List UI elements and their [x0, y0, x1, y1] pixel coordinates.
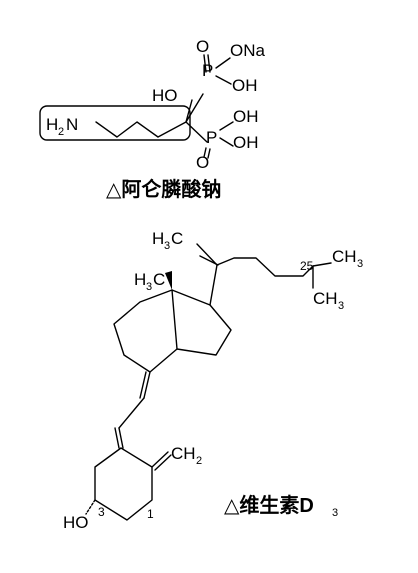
vitamin-d3-h3c-top-sub: 3: [164, 240, 170, 252]
vitamin-d3-ch3-lower-sub: 3: [338, 300, 344, 312]
alendronate-amine-h-label: H: [46, 115, 58, 134]
alendronate-p-bottom-double-bond: [203, 147, 211, 159]
vitamin-d3-six-ring-cd: [113, 289, 178, 373]
alendronate-p-top-oh-bond: [215, 75, 232, 85]
vitamin-d3-side-chain-bonds: [196, 243, 332, 277]
vitamin-d3-h3c-mid-sub: 3: [146, 281, 152, 293]
alendronate-amine-n-label: N: [66, 115, 78, 134]
vitamin-d3-five-ring: [171, 289, 232, 356]
alendronate-ho-label: HO: [152, 86, 178, 105]
vitamin-d3-ch3-right-sub: 3: [357, 258, 363, 270]
vitamin-d3-ch2-c: CH: [171, 444, 196, 463]
alendronate-structure: O P ONa OH HO H 2 N P OH OH O △阿仑膦酸钠: [39, 37, 266, 201]
vitamin-d3-h3c-mid-h: H: [134, 270, 146, 289]
vitamin-d3-ch2-sub: 2: [196, 455, 202, 467]
vitamin-d3-methylene-bond: [151, 451, 172, 471]
vitamin-d3-angular-methyl-wedge: [165, 271, 172, 290]
alendronate-chain-bonds: [95, 121, 187, 138]
alendronate-caption: △阿仑膦酸钠: [106, 177, 221, 201]
vitamin-d3-triene-bond-3: [114, 427, 124, 449]
vitamin-d3-ho-bond: [85, 499, 96, 515]
alendronate-p-top-double-bond: [203, 54, 211, 73]
alendronate-ona-label: ONa: [230, 41, 266, 60]
vitamin-d3-locant-1: 1: [147, 507, 154, 521]
alendronate-p-top-ona-bond: [215, 57, 231, 69]
vitamin-d3-ho-label: HO: [63, 513, 89, 532]
vitamin-d3-ch3-lower-c: CH: [313, 289, 338, 308]
alendronate-oh-bottom2-label: OH: [233, 133, 259, 152]
alendronate-p-bottom-oh1-bond: [219, 121, 234, 131]
vitamin-d3-locant-3: 3: [98, 505, 105, 519]
vitamin-d3-caption-subscript: 3: [332, 507, 338, 519]
alendronate-oh-top-label: OH: [232, 76, 258, 95]
vitamin-d3-h3c-top-c: C: [171, 229, 183, 248]
vitamin-d3-ch3-right-c: CH: [332, 247, 357, 266]
alendronate-p-bottom-label: P: [206, 128, 217, 147]
alendronate-oh-bottom1-label: OH: [233, 107, 259, 126]
alendronate-c-p-bottom-bond: [185, 121, 208, 143]
alendronate-p-bottom-oh2-bond: [219, 137, 234, 147]
vitamin-d3-caption: △维生素D: [224, 493, 314, 517]
vitamin-d3-locant-25: 25: [300, 259, 314, 273]
vitamin-d3-h3c-mid-c: C: [153, 270, 165, 289]
alendronate-c-p-top-bond: [185, 93, 204, 123]
vitamin-d3-structure: H 3 C H 3 C 25 CH 3 CH 3 CH 2 HO 3 1 △维生…: [63, 229, 363, 532]
vitamin-d3-h3c-top-h: H: [152, 229, 164, 248]
vitamin-d3-triene-bond-1: [139, 371, 151, 399]
alendronate-amine-subscript: 2: [58, 126, 64, 138]
vitamin-d3-triene-bond-2: [118, 397, 145, 429]
alendronate-o-bottom-label: O: [196, 153, 209, 172]
alendronate-o-top-label: O: [196, 37, 209, 56]
vitamin-d3-side-chain-methyl-bond: [199, 255, 219, 266]
vitamin-d3-side-chain-attach: [209, 264, 218, 306]
alendronate-highlight-box: [39, 105, 191, 141]
alendronate-p-top-label: P: [202, 61, 213, 80]
